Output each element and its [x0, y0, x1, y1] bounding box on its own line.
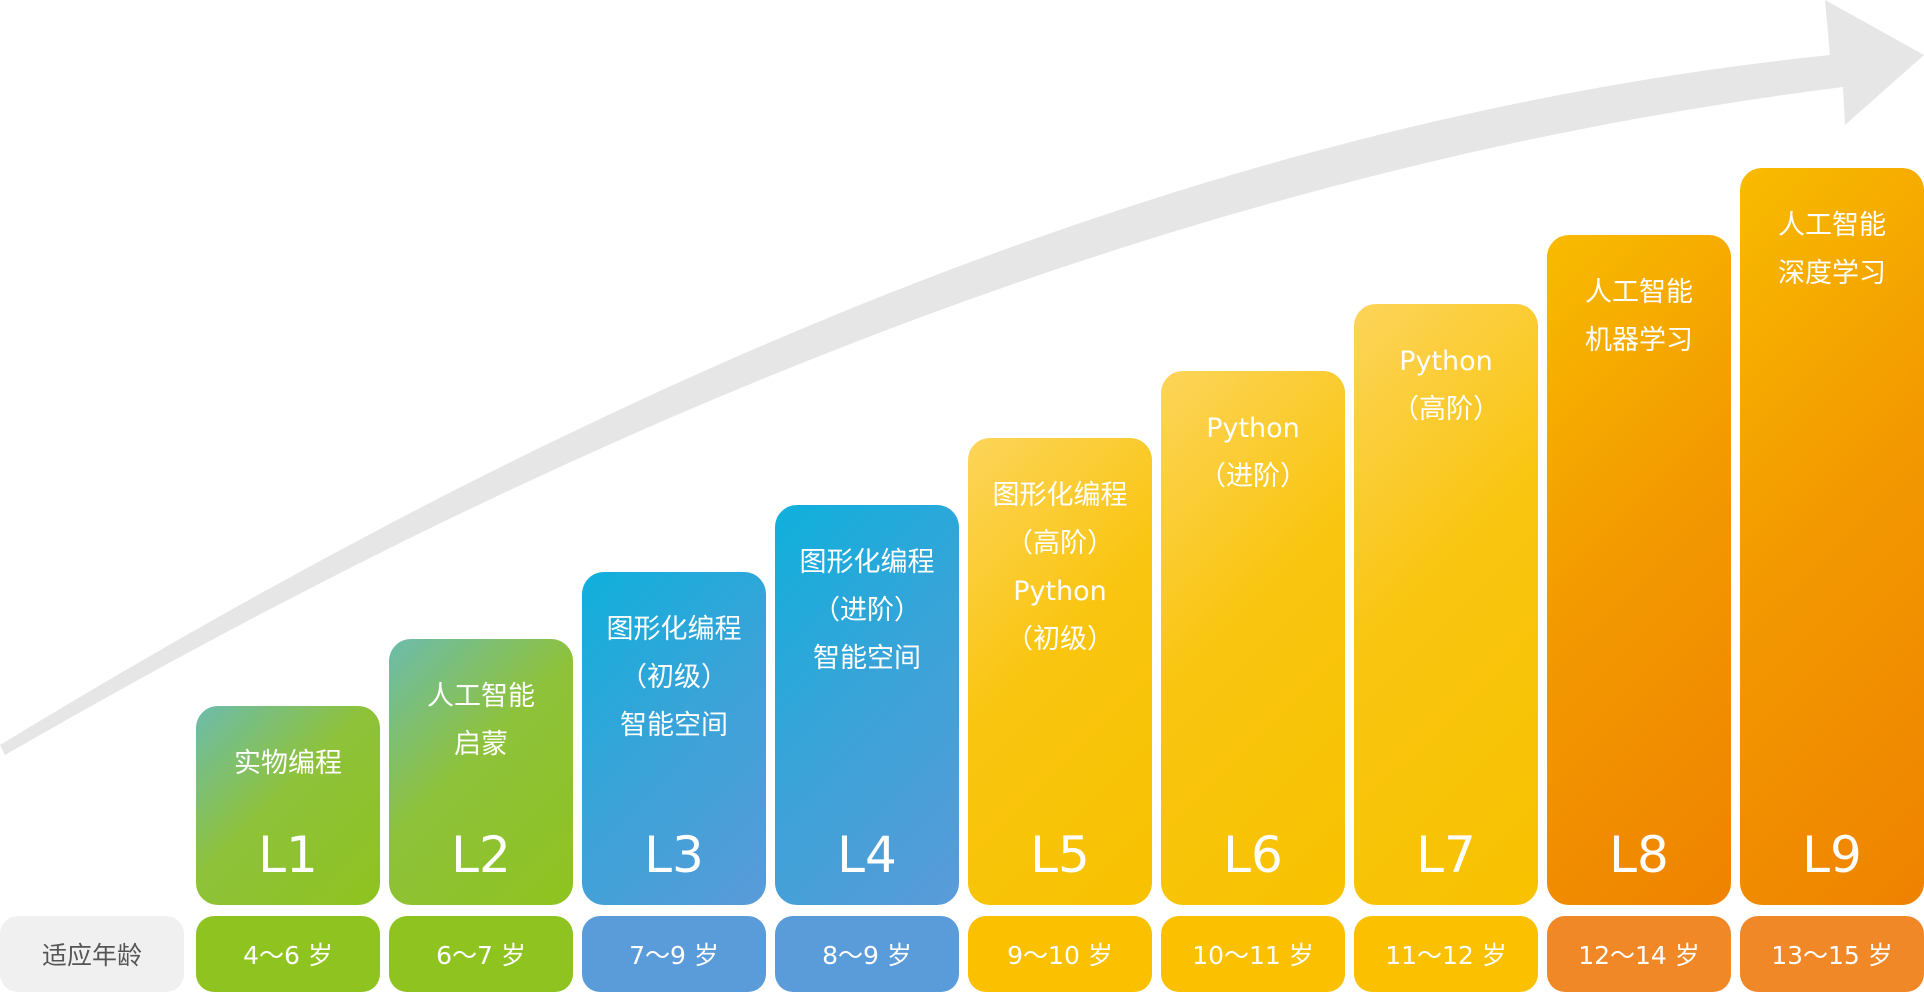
age-range-l9: 13～15 岁 — [1740, 916, 1924, 992]
age-range-l2: 6～7 岁 — [389, 916, 573, 992]
level-card-l4: 图形化编程 （进阶） 智能空间 L4 — [775, 505, 959, 905]
level-card-l2: 人工智能启蒙 L2 — [389, 639, 573, 905]
level-card-l5: 图形化编程 （高阶） Python （初级） L5 — [968, 438, 1152, 905]
level-topic: 人工智能机器学习 — [1585, 269, 1693, 365]
level-topic-line: 人工智能 — [1778, 210, 1886, 241]
age-range-l5: 9～10 岁 — [968, 916, 1152, 992]
age-range-l6: 10～11 岁 — [1161, 916, 1345, 992]
level-topic-line: Python — [1013, 576, 1107, 607]
age-range-l3: 7～9 岁 — [582, 916, 766, 992]
level-topic-line: 深度学习 — [1778, 258, 1886, 289]
level-topic-line: （高阶） — [1392, 394, 1500, 425]
age-row-label: 适应年龄 — [0, 916, 184, 992]
level-topic-line: 图形化编程 — [799, 547, 935, 578]
level-code: L3 — [644, 826, 704, 884]
level-topic-line: （高阶） — [1006, 528, 1114, 559]
age-range-l8: 12～14 岁 — [1547, 916, 1731, 992]
growth-arrow-shape — [0, 0, 1924, 755]
level-topic-line: （进阶） — [813, 595, 921, 626]
level-card-l7: Python （高阶） L7 — [1354, 304, 1538, 905]
level-card-l6: Python （进阶） L6 — [1161, 371, 1345, 905]
age-range-l1: 4～6 岁 — [196, 916, 380, 992]
level-topic: 人工智能启蒙 — [427, 673, 535, 769]
level-code: L1 — [258, 826, 318, 884]
level-topic: 图形化编程 （初级） 智能空间 — [607, 606, 742, 750]
level-card-l8: 人工智能机器学习 L8 — [1547, 235, 1731, 905]
level-topic-line: 启蒙 — [454, 729, 508, 760]
level-topic: Python （高阶） — [1392, 338, 1500, 434]
level-topic-line: 图形化编程 — [992, 480, 1128, 511]
level-topic-line: Python — [1206, 413, 1300, 444]
level-code: L8 — [1609, 826, 1669, 884]
age-range-l7: 11～12 岁 — [1354, 916, 1538, 992]
level-topic-line: （进阶） — [1199, 461, 1307, 492]
level-topic-line: 人工智能 — [427, 681, 535, 712]
level-topic-line: 图形化编程 — [606, 614, 742, 645]
level-code: L9 — [1802, 826, 1862, 884]
level-card-l3: 图形化编程 （初级） 智能空间 L3 — [582, 572, 766, 905]
level-topic: 人工智能深度学习 — [1778, 202, 1886, 298]
level-topic: 图形化编程 （进阶） 智能空间 — [800, 539, 935, 683]
level-code: L7 — [1416, 826, 1476, 884]
level-topic-line: （初级） — [620, 662, 728, 693]
level-card-l1: 实物编程 L1 — [196, 706, 380, 905]
level-topic-line: 智能空间 — [813, 643, 921, 674]
level-topic-line: 智能空间 — [620, 710, 728, 741]
level-topic: 图形化编程 （高阶） Python （初级） — [993, 472, 1128, 664]
level-code: L5 — [1030, 826, 1090, 884]
level-topic-line: （初级） — [1006, 624, 1114, 655]
level-topic-line: 机器学习 — [1585, 325, 1693, 356]
level-topic-line: Python — [1399, 346, 1493, 377]
level-card-l9: 人工智能深度学习 L9 — [1740, 168, 1924, 905]
level-code: L2 — [451, 826, 511, 884]
level-topic-line: 人工智能 — [1585, 277, 1693, 308]
level-code: L4 — [837, 826, 897, 884]
level-topic: Python （进阶） — [1199, 405, 1307, 501]
age-range-l4: 8～9 岁 — [775, 916, 959, 992]
level-topic-line: 实物编程 — [234, 748, 342, 779]
level-topic: 实物编程 — [234, 740, 342, 788]
level-code: L6 — [1223, 826, 1283, 884]
